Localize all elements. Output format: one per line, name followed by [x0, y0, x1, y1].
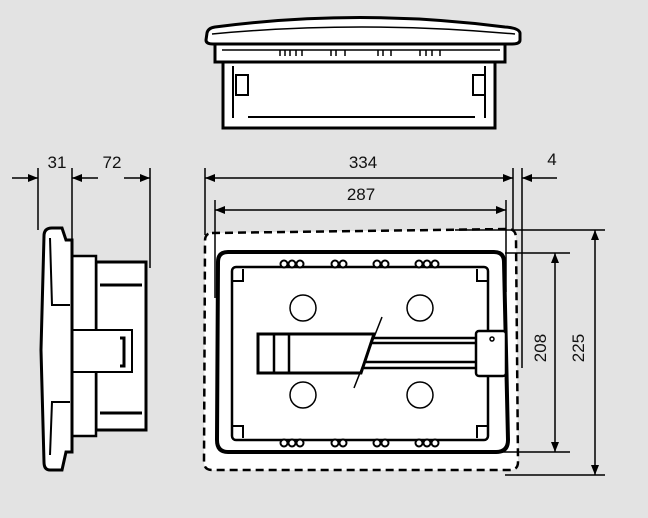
- dim-label-334: 334: [349, 153, 377, 172]
- dim-label-4: 4: [547, 150, 556, 169]
- dim-label-287: 287: [347, 185, 375, 204]
- dim-label-31: 31: [48, 153, 67, 172]
- side-view: [39, 226, 148, 472]
- dim-label-208: 208: [531, 334, 550, 362]
- mounting-holes: [289, 294, 434, 409]
- top-view: [204, 16, 522, 130]
- dim-label-72: 72: [103, 153, 122, 172]
- dimension-lines: [12, 168, 605, 476]
- front-view: [202, 227, 520, 472]
- dim-label-225: 225: [569, 334, 588, 362]
